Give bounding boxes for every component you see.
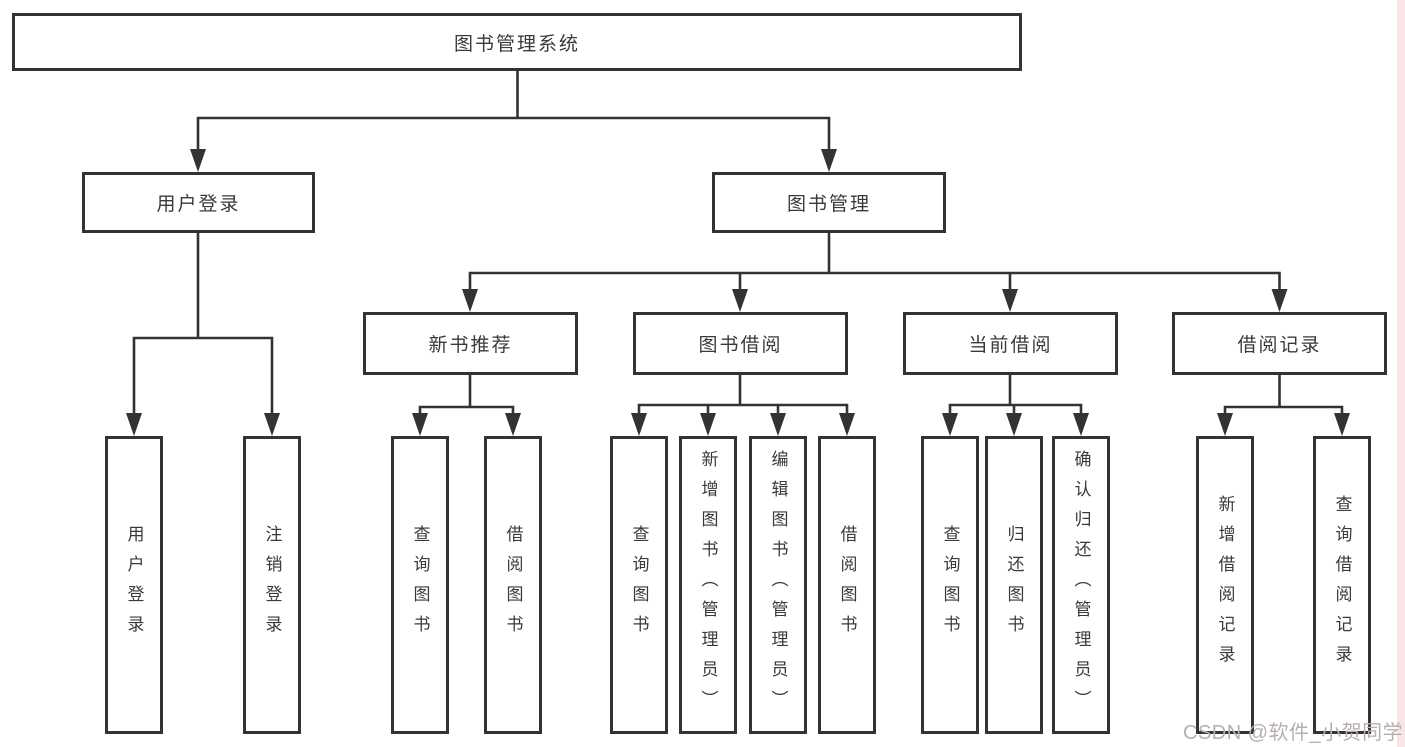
leaf-recommend-borrow-books-label: 借阅图书 bbox=[503, 525, 523, 645]
node-borrow-record-label: 借阅记录 bbox=[1237, 335, 1322, 356]
node-borrow-record: 借阅记录 bbox=[1172, 312, 1387, 375]
node-book-borrow-label: 图书借阅 bbox=[698, 335, 783, 356]
leaf-current-confirm-return-label: 确认归还（管理员） bbox=[1071, 450, 1091, 720]
leaf-record-add: 新增借阅记录 bbox=[1196, 436, 1254, 734]
leaf-user-login-action-label: 用户登录 bbox=[124, 525, 144, 645]
leaf-borrow-add-books-label: 新增图书（管理员） bbox=[698, 450, 718, 720]
node-user-login: 用户登录 bbox=[82, 172, 315, 233]
node-current-borrow-label: 当前借阅 bbox=[968, 335, 1053, 356]
leaf-record-query-label: 查询借阅记录 bbox=[1332, 495, 1352, 675]
csdn-watermark: CSDN @软件_小贺同学 bbox=[1183, 722, 1404, 744]
right-edge-tint bbox=[1397, 0, 1405, 747]
node-book-borrow: 图书借阅 bbox=[633, 312, 848, 375]
leaf-borrow-borrow-books: 借阅图书 bbox=[818, 436, 876, 734]
leaf-borrow-query-books: 查询图书 bbox=[610, 436, 668, 734]
leaf-logout-action: 注销登录 bbox=[243, 436, 301, 734]
node-user-login-label: 用户登录 bbox=[156, 194, 241, 215]
leaf-record-query: 查询借阅记录 bbox=[1313, 436, 1371, 734]
leaf-recommend-query-books: 查询图书 bbox=[391, 436, 449, 734]
leaf-record-add-label: 新增借阅记录 bbox=[1215, 495, 1235, 675]
leaf-borrow-query-books-label: 查询图书 bbox=[629, 525, 649, 645]
arrowheads bbox=[126, 149, 1350, 436]
node-root-label: 图书管理系统 bbox=[453, 33, 580, 55]
node-book-management: 图书管理 bbox=[712, 172, 946, 233]
leaf-current-query-books: 查询图书 bbox=[921, 436, 979, 734]
node-root: 图书管理系统 bbox=[12, 13, 1022, 71]
node-book-management-label: 图书管理 bbox=[786, 194, 871, 215]
leaf-borrow-add-books: 新增图书（管理员） bbox=[679, 436, 737, 734]
leaf-logout-action-label: 注销登录 bbox=[262, 525, 282, 645]
leaf-current-return-books: 归还图书 bbox=[985, 436, 1043, 734]
leaf-recommend-borrow-books: 借阅图书 bbox=[484, 436, 542, 734]
leaf-user-login-action: 用户登录 bbox=[105, 436, 163, 734]
leaf-current-return-books-label: 归还图书 bbox=[1004, 525, 1024, 645]
leaf-borrow-borrow-books-label: 借阅图书 bbox=[837, 525, 857, 645]
leaf-borrow-edit-books-label: 编辑图书（管理员） bbox=[768, 450, 788, 720]
node-new-book-recommend: 新书推荐 bbox=[363, 312, 578, 375]
leaf-current-query-books-label: 查询图书 bbox=[940, 525, 960, 645]
leaf-current-confirm-return: 确认归还（管理员） bbox=[1052, 436, 1110, 734]
leaf-borrow-edit-books: 编辑图书（管理员） bbox=[749, 436, 807, 734]
node-current-borrow: 当前借阅 bbox=[903, 312, 1118, 375]
node-new-book-recommend-label: 新书推荐 bbox=[428, 335, 513, 356]
leaf-recommend-query-books-label: 查询图书 bbox=[410, 525, 430, 645]
